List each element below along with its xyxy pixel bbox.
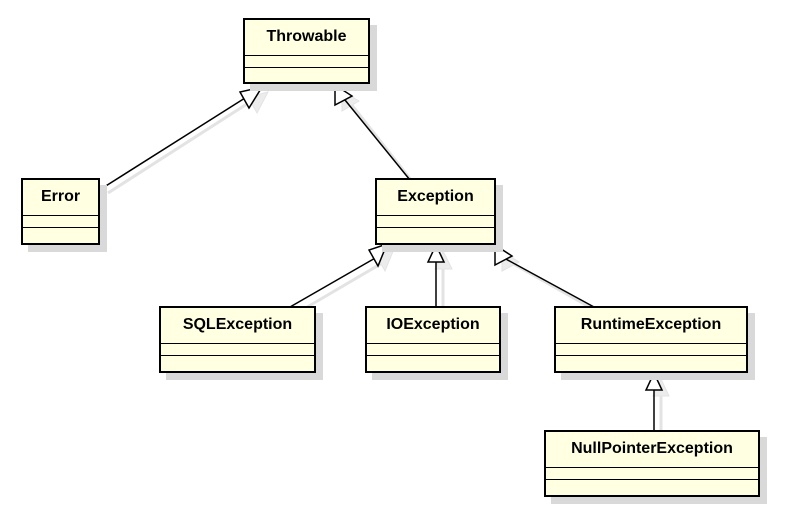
operations-compartment (546, 480, 758, 490)
operations-compartment (556, 356, 746, 366)
generalization-exception-throwable (344, 99, 411, 181)
class-nullpointerexception[interactable]: NullPointerException (544, 430, 760, 497)
generalization-error-throwable (100, 97, 246, 190)
class-ioexception[interactable]: IOException (365, 306, 501, 373)
attributes-compartment (556, 344, 746, 356)
attributes-compartment (245, 56, 368, 68)
arrowhead-exception-left (367, 242, 389, 268)
attributes-compartment (546, 468, 758, 480)
class-name-nullpointerexception: NullPointerException (546, 432, 758, 468)
attributes-compartment (367, 344, 499, 356)
operations-compartment (23, 228, 98, 238)
attributes-compartment (161, 344, 314, 356)
class-runtimeexception[interactable]: RuntimeException (554, 306, 748, 373)
attributes-compartment (377, 216, 494, 228)
generalization-sqlexception-exception (289, 256, 378, 308)
arrowhead-exception-right (494, 243, 514, 267)
class-name-runtimeexception: RuntimeException (556, 308, 746, 344)
class-exception[interactable]: Exception (375, 178, 496, 245)
arrowhead-runtimeexception (644, 371, 664, 391)
arrowhead-exception-center (426, 243, 446, 263)
generalization-runtimeexception-exception (503, 257, 595, 308)
operations-compartment (161, 356, 314, 366)
arrowhead-shadows (247, 90, 670, 397)
class-name-error: Error (23, 180, 98, 216)
operations-compartment (367, 356, 499, 366)
class-name-ioexception: IOException (367, 308, 499, 344)
arrowhead-throwable-left (238, 85, 264, 110)
class-error[interactable]: Error (21, 178, 100, 245)
attributes-compartment (23, 216, 98, 228)
class-throwable[interactable]: Throwable (243, 18, 370, 84)
connector-shadows (107, 100, 663, 437)
class-name-exception: Exception (377, 180, 494, 216)
class-name-throwable: Throwable (245, 20, 368, 56)
operations-compartment (377, 228, 494, 238)
operations-compartment (245, 68, 368, 78)
arrowhead-throwable-right (334, 83, 354, 107)
class-name-sqlexception: SQLException (161, 308, 314, 344)
class-sqlexception[interactable]: SQLException (159, 306, 316, 373)
